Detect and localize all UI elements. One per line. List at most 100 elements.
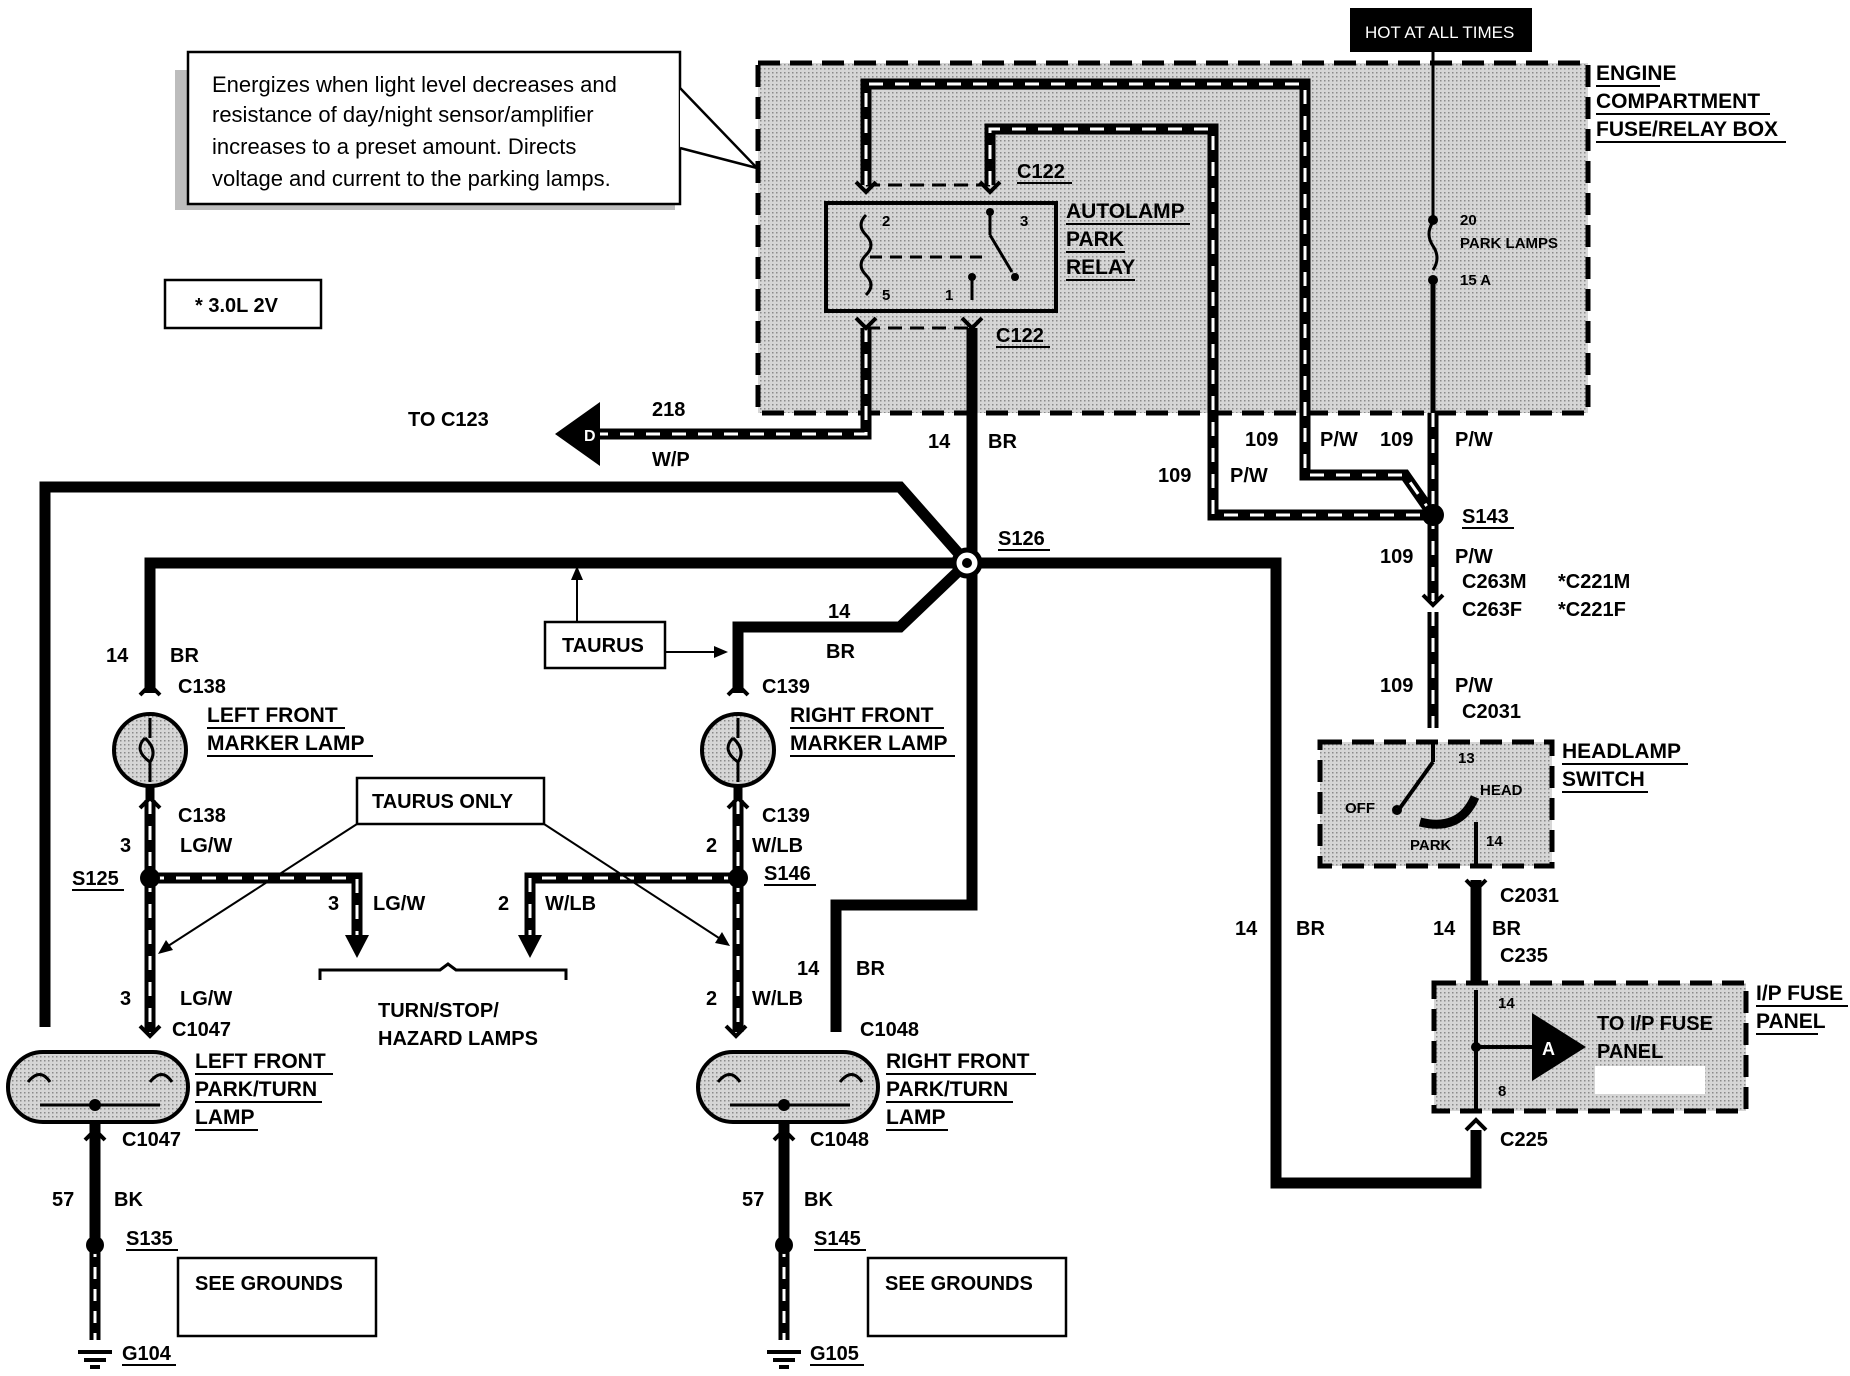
circuit-218-num: 218 [652, 399, 685, 421]
br-label-6-color: BR [1492, 918, 1521, 940]
right-marker-label-2: MARKER LAMP [790, 732, 948, 755]
splice-s126: S126 [998, 528, 1045, 550]
bk-label-1-color: BK [114, 1189, 143, 1211]
switch-park: PARK [1410, 837, 1452, 854]
right-front-park-turn-lamp: RIGHT FRONT PARK/TURN LAMP [696, 1050, 1036, 1131]
pw-label-1-color: P/W [1320, 429, 1358, 451]
splices: S126 S143 S125 S146 S135 S145 [72, 504, 1514, 1254]
conn-c1047-a: C1047 [172, 1019, 231, 1041]
lamp-feed-wires [144, 720, 744, 1032]
conn-c1048-a: C1048 [860, 1019, 919, 1041]
autolamp-park-relay: 2 3 5 1 AUTOLAMP PARK RELAY C122 C122 [824, 161, 1190, 348]
right-front-marker-lamp: RIGHT FRONT MARKER LAMP [700, 704, 955, 788]
bk-label-2-color: BK [804, 1189, 833, 1211]
headlamp-switch-label-1: HEADLAMP [1562, 740, 1681, 763]
taurus-label: TAURUS [562, 635, 644, 657]
callout-line-2: resistance of day/night sensor/amplifier [212, 102, 594, 127]
callout: Energizes when light level decreases and… [175, 50, 761, 210]
br-label-6-num: 14 [1433, 918, 1456, 940]
lgw-label-1-color: LG/W [180, 835, 232, 857]
headlamp-switch-label-2: SWITCH [1562, 768, 1645, 791]
splice-s125: S125 [72, 868, 119, 890]
circuit-14-wires [39, 328, 1482, 1189]
park-lamps-fuse: 20 PARK LAMPS 15 A [1427, 52, 1558, 413]
br-label-3-num: 14 [828, 601, 851, 623]
conn-c1048-b: C1048 [810, 1129, 869, 1151]
taurus-only-label: TAURUS ONLY [372, 791, 514, 813]
left-front-park-turn-lamp: LEFT FRONT PARK/TURN LAMP [6, 1050, 333, 1131]
relay-name-1: AUTOLAMP [1066, 200, 1185, 223]
hot-label-text: HOT AT ALL TIMES [1365, 23, 1514, 42]
conn-c139-a: C139 [762, 676, 810, 698]
pw-label-5-num: 109 [1380, 675, 1413, 697]
br-label-3-color: BR [826, 641, 855, 663]
callout-line-3: increases to a preset amount. Directs [212, 134, 576, 159]
pw-label-3-num: 109 [1158, 465, 1191, 487]
circuit-218-wire: D [555, 328, 872, 466]
left-marker-label-1: LEFT FRONT [207, 704, 338, 727]
see-grounds-right: SEE GROUNDS [885, 1273, 1033, 1295]
fuse-box-label-1: ENGINE [1596, 62, 1677, 85]
relay-connector-top: C122 [1017, 161, 1065, 183]
wlb-label-2-color: W/LB [545, 893, 596, 915]
lgw-label-1-num: 3 [120, 835, 131, 857]
conn-c235: C235 [1500, 945, 1548, 967]
switch-pin-14: 14 [1486, 833, 1503, 850]
ground-g105-symbol [767, 1350, 801, 1369]
switch-off: OFF [1345, 800, 1375, 817]
engine-fuse-relay-box: ENGINE COMPARTMENT FUSE/RELAY BOX [755, 60, 1786, 416]
pw-label-1-num: 109 [1245, 429, 1278, 451]
engine-note: * 3.0L 2V [163, 278, 323, 330]
ground-g104-symbol [78, 1350, 112, 1369]
circuit-218-color: W/P [652, 449, 690, 471]
conn-c263m: C263M [1462, 571, 1526, 593]
relay-pin-5: 5 [882, 287, 890, 304]
left-park-label-1: LEFT FRONT [195, 1050, 326, 1073]
relay-pin-3: 3 [1020, 213, 1028, 230]
ip-fuse-panel: A 14 8 TO I/P FUSE PANEL I/P FUSE PANEL [1431, 980, 1848, 1114]
splice-s135: S135 [126, 1228, 173, 1250]
left-marker-label-2: MARKER LAMP [207, 732, 365, 755]
conn-c2031-b: C2031 [1500, 885, 1559, 907]
headlamp-switch: 13 14 OFF HEAD PARK HEADLAMP SWITCH [1317, 739, 1688, 869]
br-label-2-color: BR [170, 645, 199, 667]
wlb-label-1-num: 2 [706, 835, 717, 857]
lgw-label-3-num: 3 [120, 988, 131, 1010]
turn-stop-label-1: TURN/STOP/ [378, 1000, 499, 1022]
br-label-5-num: 14 [1235, 918, 1258, 940]
see-grounds-boxes: SEE GROUNDS SEE GROUNDS G104 G105 [122, 1256, 1068, 1366]
taurus-notes: TAURUS TAURUS ONLY TURN/STOP/ HAZARD LAM… [158, 566, 730, 1050]
connector-chevrons [83, 180, 1488, 1142]
left-park-label-2: PARK/TURN [195, 1078, 317, 1101]
relay-name-3: RELAY [1066, 256, 1135, 279]
pw-label-4-num: 109 [1380, 546, 1413, 568]
br-label-4-color: BR [856, 958, 885, 980]
ip-inner-1: TO I/P FUSE [1597, 1013, 1713, 1035]
ground-g104: G104 [122, 1343, 172, 1365]
pw-label-5-color: P/W [1455, 675, 1493, 697]
conn-c225: C225 [1500, 1129, 1548, 1151]
pw-label-3-color: P/W [1230, 465, 1268, 487]
circuit-109-wires [860, 78, 1439, 728]
left-front-marker-lamp: LEFT FRONT MARKER LAMP [112, 704, 373, 788]
ip-pin-14: 14 [1498, 995, 1515, 1012]
see-grounds-left: SEE GROUNDS [195, 1273, 343, 1295]
splice-s143: S143 [1462, 506, 1509, 528]
pw-label-2-color: P/W [1455, 429, 1493, 451]
relay-name-2: PARK [1066, 228, 1124, 251]
ip-inner-2: PANEL [1597, 1041, 1663, 1063]
connector-d: D [584, 428, 596, 445]
br-label-4-num: 14 [797, 958, 820, 980]
right-park-label-1: RIGHT FRONT [886, 1050, 1030, 1073]
ip-fuse-label-2: PANEL [1756, 1010, 1826, 1033]
fuse-rating: 15 A [1460, 272, 1491, 289]
relay-pin-1: 1 [945, 287, 953, 304]
bk-label-2-num: 57 [742, 1189, 764, 1211]
wlb-label-1-color: W/LB [752, 835, 803, 857]
hot-at-all-times-label: HOT AT ALL TIMES [1350, 8, 1532, 52]
splice-s145: S145 [814, 1228, 861, 1250]
br-label-1-color: BR [988, 431, 1017, 453]
conn-c221m: *C221M [1558, 571, 1630, 593]
lgw-label-3-color: LG/W [180, 988, 232, 1010]
